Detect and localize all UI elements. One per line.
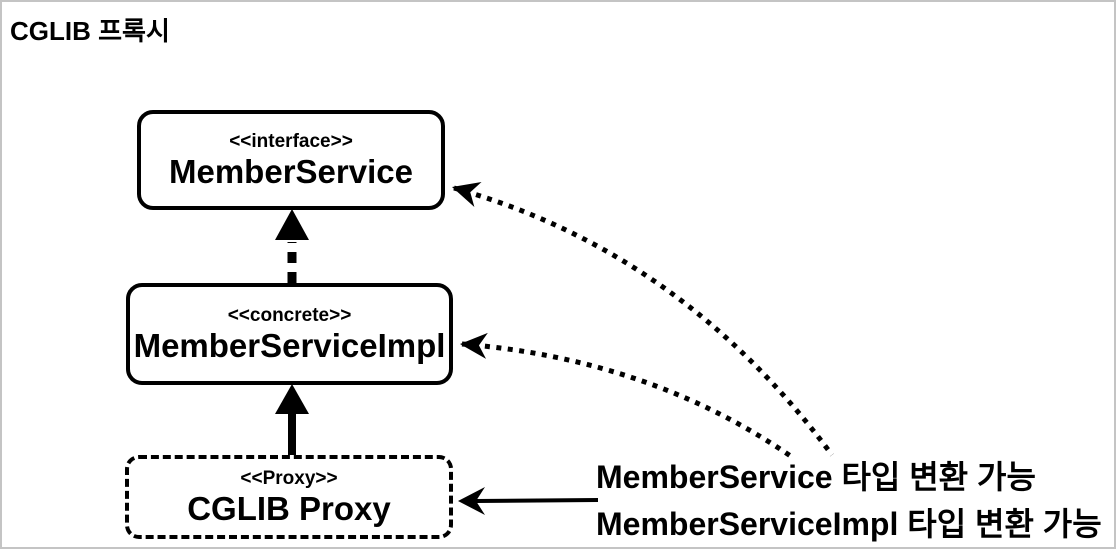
solid-extends-arrow-icon [275, 384, 309, 457]
cglib-proxy-stereotype: <<Proxy>> [240, 467, 338, 489]
box-member-service-impl: <<concrete>> MemberServiceImpl [126, 283, 453, 385]
solid-pointer-arrow-icon [458, 487, 599, 515]
annotation-line-1: MemberService 타입 변환 가능 [596, 459, 1036, 495]
annotation-line-2: MemberServiceImpl 타입 변환 가능 [596, 506, 1102, 542]
box-member-service: <<interface>> MemberService [137, 110, 445, 210]
member-service-stereotype: <<interface>> [229, 130, 353, 152]
dotted-cast-arrow-to-memberserviceimpl-icon [460, 332, 794, 460]
annotation-text: MemberService 타입 변환 가능 MemberServiceImpl… [596, 454, 1102, 547]
member-service-name: MemberService [169, 152, 413, 190]
member-service-impl-name: MemberServiceImpl [133, 326, 446, 364]
cglib-proxy-name: CGLIB Proxy [187, 489, 391, 527]
member-service-impl-stereotype: <<concrete>> [227, 304, 352, 326]
dotted-cast-arrow-to-memberservice-icon [452, 181, 835, 457]
page-title: CGLIB 프록시 [10, 16, 170, 46]
box-cglib-proxy: <<Proxy>> CGLIB Proxy [125, 455, 453, 539]
dashed-realization-arrow-icon [275, 209, 309, 283]
